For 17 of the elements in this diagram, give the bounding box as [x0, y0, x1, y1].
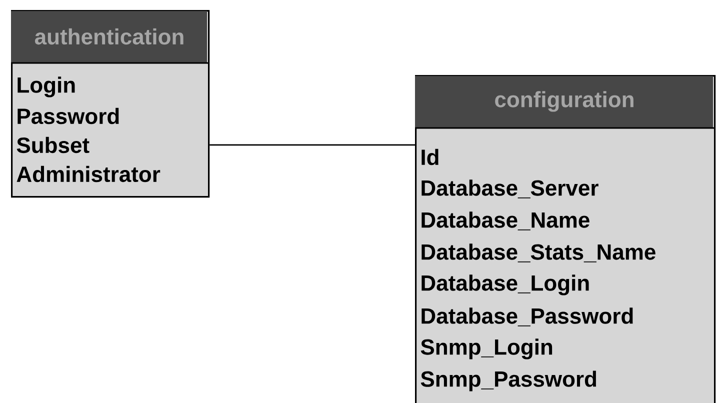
field-name: Database_Server [422, 180, 598, 198]
field-name: Subset [16, 136, 90, 154]
field-name: Database_Login [422, 274, 589, 296]
field-name: Database_Password [422, 308, 633, 326]
field-name: Id [422, 148, 438, 166]
table-box [415, 75, 716, 403]
field-name: Database_Stats_Name [422, 244, 656, 262]
table-header: authentication [34, 28, 184, 45]
field-name: Login [18, 76, 75, 98]
field-name: Database_Name [422, 212, 590, 230]
connector-line [210, 144, 415, 146]
field-name: Snmp_Password [420, 370, 596, 392]
field-name: Password [18, 108, 119, 124]
table-header: configuration [495, 91, 634, 112]
field-name: Snmp_Login [420, 338, 552, 360]
table-box [11, 10, 210, 198]
field-name: Administrator [16, 166, 160, 182]
